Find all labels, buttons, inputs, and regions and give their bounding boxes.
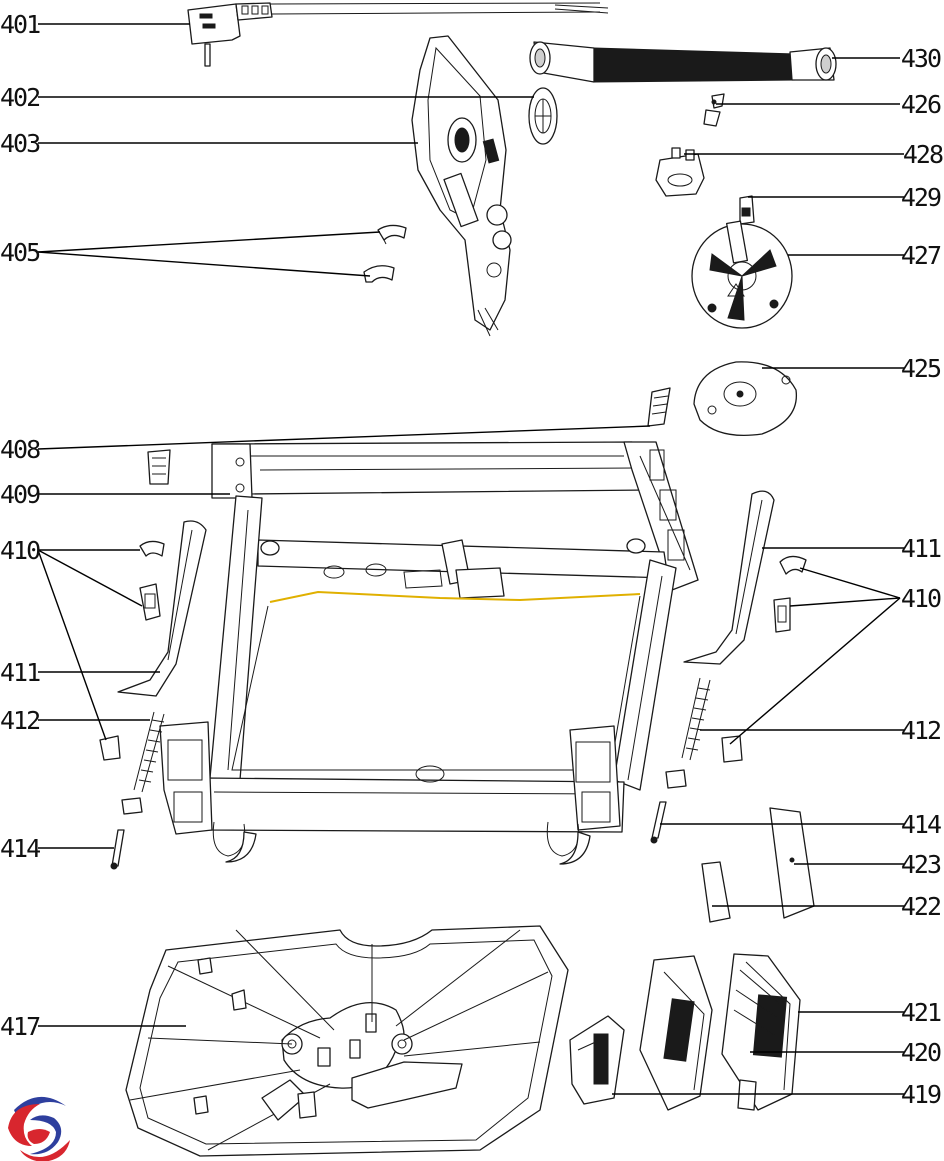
part-425-plate: [693, 361, 798, 437]
part-410-right-clips: [721, 555, 807, 763]
part-412-right-spring: [665, 677, 711, 789]
part-412-left-spring: [121, 711, 165, 815]
label-430: 430: [901, 44, 941, 73]
brand-logo-icon: [4, 1092, 72, 1161]
label-423: 423: [901, 850, 941, 879]
part-429-connector: [739, 195, 755, 225]
label-405: 405: [0, 238, 40, 267]
label-417: 417: [0, 1012, 40, 1041]
label-402: 402: [0, 83, 39, 112]
part-421-420-module: [721, 953, 801, 1111]
part-405-clips: [363, 224, 407, 283]
part-428-pressure-switch: [655, 147, 705, 197]
label-410-left: 410: [0, 536, 40, 565]
part-422-small-plate: [701, 861, 731, 923]
part-410-left-clips: [99, 540, 165, 761]
leader-lines: [37, 23, 904, 1095]
part-430-drain-hose: [529, 41, 837, 83]
label-421: 421: [901, 998, 941, 1027]
part-409-base-frame: [159, 441, 699, 865]
part-419-housing: [569, 955, 713, 1111]
callout-labels: 401 402 403 405 408 409 410 411 412 414 …: [0, 10, 944, 1109]
part-414-right-screw: [650, 801, 667, 844]
label-429: 429: [901, 183, 941, 212]
part-427-housing: [691, 220, 793, 329]
label-419: 419: [901, 1080, 941, 1109]
label-414-right: 414: [901, 810, 941, 839]
label-403: 403: [0, 129, 40, 158]
label-427: 427: [901, 241, 941, 270]
label-426: 426: [901, 90, 941, 119]
label-425: 425: [901, 354, 941, 383]
label-410-right: 410: [901, 584, 941, 613]
label-414-left: 414: [0, 834, 40, 863]
part-426-clamp: [703, 93, 725, 127]
part-401-power-plug: [187, 2, 609, 67]
label-412-left: 412: [0, 706, 39, 735]
label-428: 428: [903, 140, 943, 169]
part-411-right-arm: [683, 490, 775, 665]
part-417-base-tray: [125, 925, 569, 1157]
label-411-right: 411: [901, 534, 941, 563]
label-408: 408: [0, 435, 40, 464]
label-411-left: 411: [0, 658, 40, 687]
part-414-left-screw: [110, 829, 125, 870]
part-411-left-arm: [117, 520, 207, 697]
part-403-sump-housing: [411, 35, 512, 337]
part-408-connectors: [147, 387, 671, 485]
label-409: 409: [0, 480, 40, 509]
label-422: 422: [901, 892, 940, 921]
label-420: 420: [901, 1038, 941, 1067]
part-402-grommet: [528, 87, 558, 145]
label-412-right: 412: [901, 716, 940, 745]
label-401: 401: [0, 10, 40, 39]
